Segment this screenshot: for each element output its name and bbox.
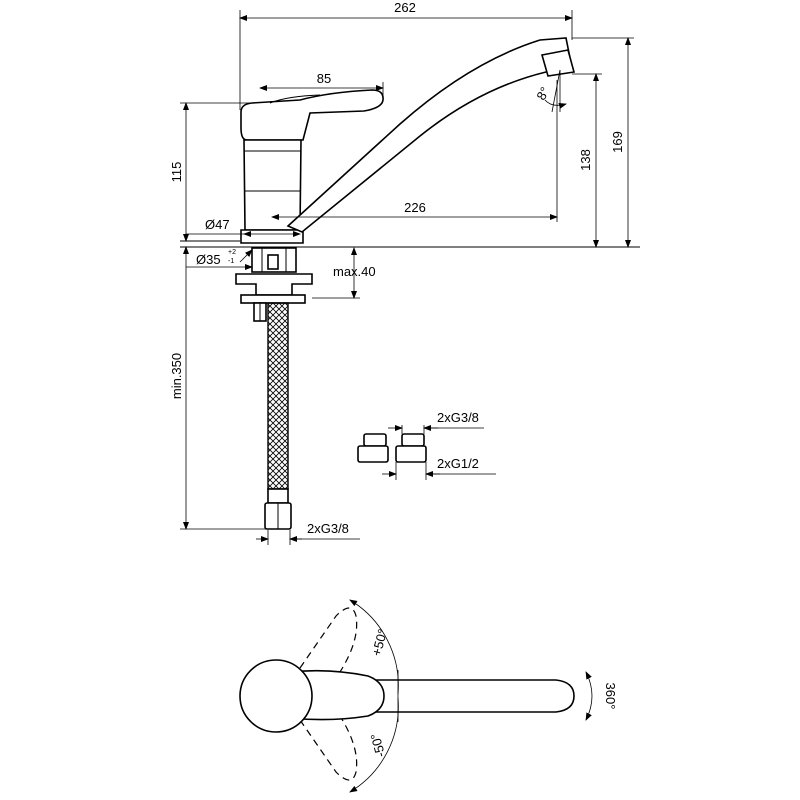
lever-handle — [240, 89, 384, 141]
dimension-115-label: 115 — [169, 162, 184, 183]
dimension-226-label: 226 — [404, 200, 426, 215]
faucet-body — [243, 139, 302, 231]
adapter-g38-to-g12-left — [357, 433, 389, 463]
dimension-max40-label: max.40 — [333, 264, 376, 279]
adapter-top-label: 2xG3/8 — [437, 410, 479, 425]
lever-rotation-minus-label: -50° — [367, 732, 388, 759]
dimension-min350-label: min.350 — [169, 353, 184, 399]
fixing-plate — [240, 294, 306, 304]
lever-top-view — [289, 669, 385, 721]
hose-fitting — [267, 488, 289, 504]
mounting-hardware — [235, 247, 313, 322]
lever-rotation-minus-arc — [349, 697, 399, 793]
lever-highlight — [269, 94, 321, 104]
mounting-bracket — [235, 273, 313, 296]
outlet-angle-label: 8° — [533, 84, 552, 102]
dimension-169-label: 169 — [610, 131, 625, 153]
adapter-g38-to-g12-right — [395, 433, 427, 463]
side-elevation — [180, 37, 640, 530]
spout-swivel-label: 360° — [603, 683, 618, 710]
dimension-d47-label: Ø47 — [205, 217, 230, 232]
spout-aerator — [540, 49, 576, 77]
spout-swivel-arc — [585, 671, 593, 721]
base-ring — [240, 229, 304, 244]
body-top-view — [239, 659, 313, 733]
dimension-262-label: 262 — [394, 0, 416, 15]
dimension-lines: 262 85 115 138 169 226 Ø47 Ø35 +2 -1 — [169, 0, 634, 545]
spout — [286, 37, 573, 233]
flexible-hose — [267, 302, 289, 490]
dimension-85-label: 85 — [317, 71, 331, 86]
lever-rotation-plus-arc — [349, 599, 399, 695]
outlet-angle-arc — [544, 99, 567, 109]
dimension-d35-label: Ø35 — [196, 252, 221, 267]
dimension-d35-tol-plus: +2 — [228, 249, 236, 256]
adapter-bottom-label: 2xG1/2 — [437, 456, 479, 471]
hose-connection-label: 2xG3/8 — [307, 521, 349, 536]
lever-rotation-plus-label: +50° — [369, 627, 391, 657]
top-view: +50° -50° 360° — [239, 599, 618, 793]
dimension-d35-tol-minus: -1 — [228, 258, 234, 265]
shank-stud — [267, 254, 279, 270]
dimension-138-label: 138 — [578, 149, 593, 171]
